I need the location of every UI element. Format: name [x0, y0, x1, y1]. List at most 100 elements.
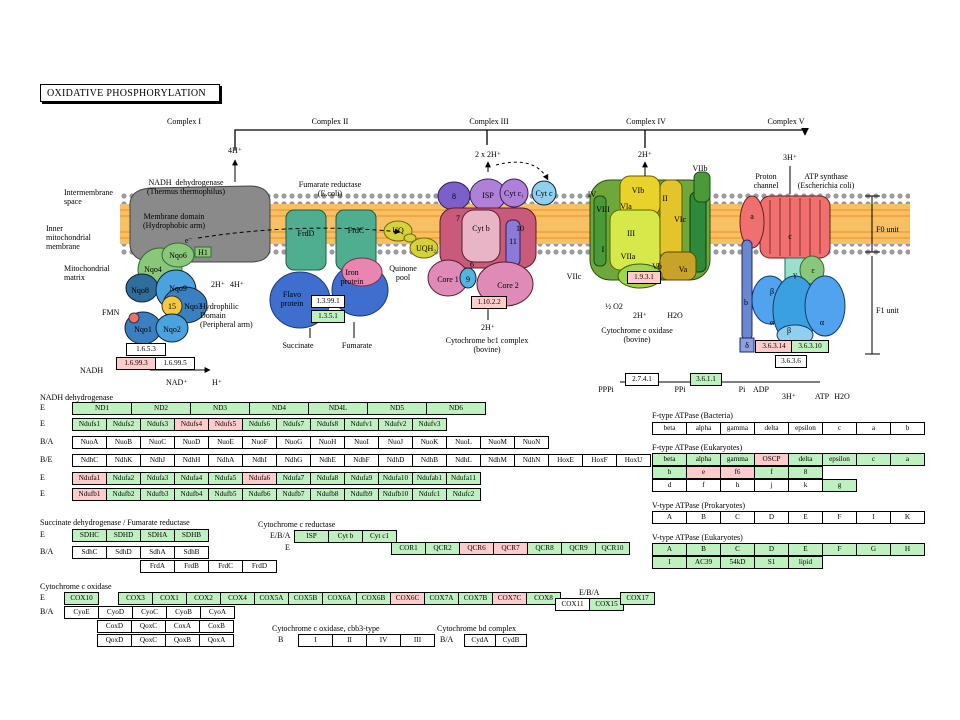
gene-box[interactable]: COX1: [152, 592, 187, 605]
gene-box[interactable]: C: [720, 543, 755, 556]
gene-box[interactable]: QCR6: [459, 542, 494, 555]
gene-box[interactable]: COX5A: [254, 592, 289, 605]
gene-box[interactable]: C: [720, 511, 755, 524]
gene-box[interactable]: COX10: [64, 592, 99, 605]
gene-box[interactable]: NuoK: [412, 436, 447, 449]
gene-box[interactable]: COX5B: [288, 592, 323, 605]
gene-box[interactable]: HoxU: [616, 454, 651, 467]
gene-box[interactable]: alpha: [686, 422, 721, 435]
gene-box[interactable]: NuoB: [106, 436, 141, 449]
gene-box[interactable]: SDHC: [72, 529, 107, 542]
gene-box[interactable]: NdhG: [276, 454, 311, 467]
gene-box[interactable]: Ndufb1: [72, 488, 107, 501]
gene-box[interactable]: Ndufb8: [310, 488, 345, 501]
gene-box[interactable]: CydA: [464, 634, 496, 647]
gene-box[interactable]: CoxB: [199, 620, 234, 633]
gene-box[interactable]: QCR9: [561, 542, 596, 555]
gene-box[interactable]: NuoD: [174, 436, 209, 449]
gene-box[interactable]: H: [890, 543, 925, 556]
gene-box[interactable]: NdhF: [344, 454, 379, 467]
gene-box[interactable]: NdhB: [412, 454, 447, 467]
gene-box[interactable]: Ndufs8: [310, 418, 345, 431]
gene-box[interactable]: SDHB: [174, 529, 209, 542]
gene-box[interactable]: epsilon: [788, 422, 823, 435]
gene-box[interactable]: B: [686, 511, 721, 524]
gene-box[interactable]: IV: [366, 634, 401, 647]
gene-box[interactable]: NuoF: [242, 436, 277, 449]
gene-box[interactable]: gamma: [720, 453, 755, 466]
gene-box[interactable]: ND1: [72, 402, 132, 415]
gene-box[interactable]: QoxC: [131, 634, 166, 647]
gene-box[interactable]: I: [298, 634, 333, 647]
gene-box[interactable]: G: [856, 543, 891, 556]
gene-box[interactable]: Ndufs5: [208, 418, 243, 431]
gene-box[interactable]: A: [652, 511, 687, 524]
gene-box[interactable]: delta: [754, 422, 789, 435]
gene-box[interactable]: COX7C: [492, 592, 527, 605]
ec-1-6-99-5[interactable]: 1.6.99.5: [155, 357, 195, 370]
gene-box[interactable]: Ndufb5: [208, 488, 243, 501]
gene-box[interactable]: NdhM: [480, 454, 515, 467]
gene-box[interactable]: Ndufa1: [72, 472, 107, 485]
gene-box[interactable]: j: [754, 479, 789, 492]
gene-box[interactable]: COX17: [620, 592, 655, 605]
gene-box[interactable]: ND2: [131, 402, 191, 415]
gene-box[interactable]: NuoM: [480, 436, 515, 449]
gene-box[interactable]: ND5: [367, 402, 427, 415]
gene-box[interactable]: FrdD: [242, 560, 277, 573]
gene-box[interactable]: FrdB: [174, 560, 209, 573]
gene-box[interactable]: NdhK: [106, 454, 141, 467]
gene-box[interactable]: ND4L: [308, 402, 368, 415]
gene-box[interactable]: SDHA: [140, 529, 175, 542]
gene-box[interactable]: e: [686, 466, 721, 479]
gene-box[interactable]: f: [686, 479, 721, 492]
gene-box[interactable]: 54kD: [720, 556, 755, 569]
gene-box[interactable]: 8: [788, 466, 823, 479]
gene-box[interactable]: F: [822, 511, 857, 524]
gene-box[interactable]: F: [822, 543, 857, 556]
gene-box[interactable]: COX4: [220, 592, 255, 605]
gene-box[interactable]: COX6A: [322, 592, 357, 605]
gene-box[interactable]: COX15: [589, 598, 624, 611]
gene-box[interactable]: NuoN: [514, 436, 549, 449]
gene-box[interactable]: Ndufa7: [276, 472, 311, 485]
gene-box[interactable]: AC39: [686, 556, 721, 569]
gene-box[interactable]: f6: [720, 466, 755, 479]
gene-box[interactable]: Ndufa5: [208, 472, 243, 485]
gene-box[interactable]: Ndufs7: [276, 418, 311, 431]
gene-box[interactable]: a: [890, 453, 925, 466]
gene-box[interactable]: beta: [652, 453, 687, 466]
gene-box[interactable]: delta: [788, 453, 823, 466]
ec-1-9-3-1[interactable]: 1.9.3.1: [627, 271, 661, 284]
gene-box[interactable]: gamma: [720, 422, 755, 435]
gene-box[interactable]: QCR10: [595, 542, 630, 555]
gene-box[interactable]: NdhN: [514, 454, 549, 467]
gene-box[interactable]: NdhJ: [140, 454, 175, 467]
gene-box[interactable]: FrdC: [208, 560, 243, 573]
gene-box[interactable]: NuoL: [446, 436, 481, 449]
gene-box[interactable]: NdhL: [446, 454, 481, 467]
gene-box[interactable]: epsilon: [822, 453, 857, 466]
gene-box[interactable]: Ndufs1: [72, 418, 107, 431]
gene-box[interactable]: HoxE: [548, 454, 583, 467]
gene-box[interactable]: Ndufa4: [174, 472, 209, 485]
gene-box[interactable]: c: [856, 453, 891, 466]
gene-box[interactable]: NuoA: [72, 436, 107, 449]
gene-box[interactable]: Ndufv3: [412, 418, 447, 431]
gene-box[interactable]: NuoC: [140, 436, 175, 449]
gene-box[interactable]: g: [822, 479, 857, 492]
gene-box[interactable]: S1: [754, 556, 789, 569]
gene-box[interactable]: COX6C: [390, 592, 425, 605]
gene-box[interactable]: SdhC: [72, 546, 107, 559]
gene-box[interactable]: Ndufa10: [378, 472, 413, 485]
gene-box[interactable]: b: [652, 466, 687, 479]
gene-box[interactable]: Ndufa3: [140, 472, 175, 485]
gene-box[interactable]: k: [788, 479, 823, 492]
gene-box[interactable]: ND6: [426, 402, 486, 415]
gene-box[interactable]: CyoA: [200, 606, 235, 619]
gene-box[interactable]: QoxC: [131, 620, 166, 633]
ec-1-3-5-1[interactable]: 1.3.5.1: [311, 310, 345, 323]
gene-box[interactable]: NdhC: [72, 454, 107, 467]
gene-box[interactable]: SDHD: [106, 529, 141, 542]
gene-box[interactable]: SdhA: [140, 546, 175, 559]
